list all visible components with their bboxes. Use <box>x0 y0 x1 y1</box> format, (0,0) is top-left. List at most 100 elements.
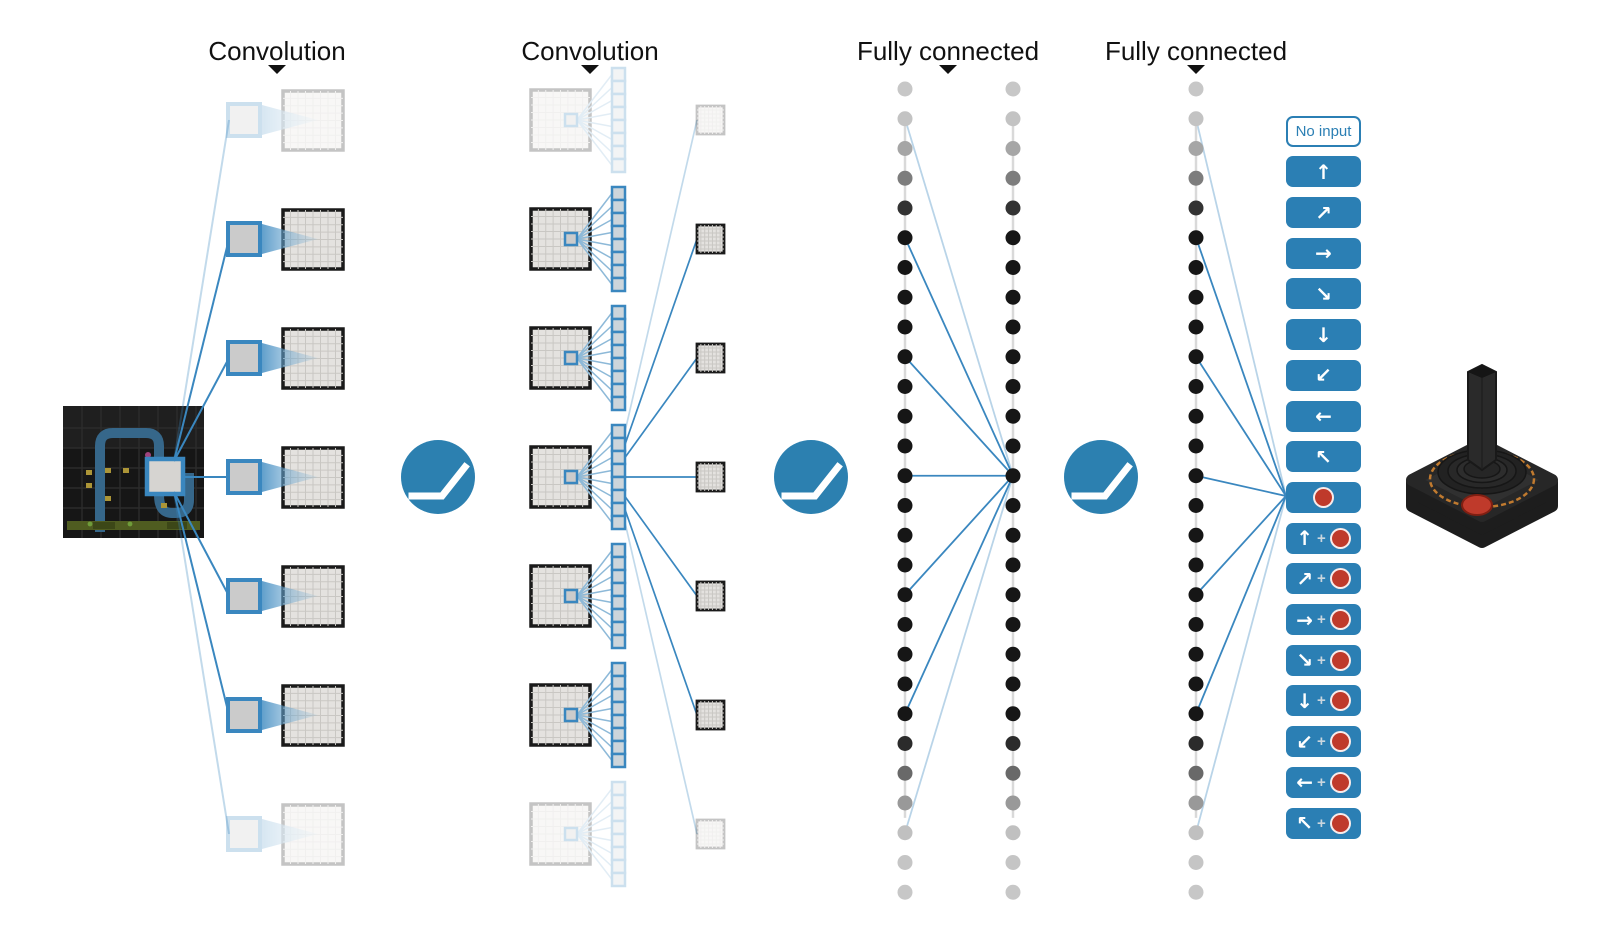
fc-unit-dot <box>897 141 913 156</box>
arrow-up-right-icon: ↗ <box>1315 200 1332 225</box>
conv1-patch <box>226 221 262 257</box>
fc-unit-dot <box>1188 765 1204 781</box>
action-button-up[interactable]: ↑ <box>1286 156 1361 188</box>
filter-strip-square <box>610 832 627 849</box>
action-button-right[interactable]: → <box>1286 237 1361 269</box>
conv2-patch <box>563 707 579 723</box>
conv2-row <box>529 780 627 888</box>
filter-strip-square <box>610 79 627 96</box>
action-button-up-right-fire[interactable]: ↗+ <box>1286 563 1361 595</box>
action-button-down-left-fire[interactable]: ↙+ <box>1286 726 1361 758</box>
fc-unit-dot <box>897 379 913 394</box>
arrow-up-icon: ↑ <box>1315 159 1332 184</box>
filter-strip-square <box>610 276 627 293</box>
action-button-up-left-fire[interactable]: ↖+ <box>1286 807 1361 839</box>
fc-unit-dot <box>897 468 913 484</box>
conv2-row <box>529 185 627 293</box>
fc-unit-dot <box>897 855 913 870</box>
conv1-row <box>226 446 345 509</box>
action-button-down-fire[interactable]: ↓+ <box>1286 685 1361 717</box>
fc-unit-dot <box>897 200 913 216</box>
arrow-down-fire-icon: ↓ <box>1296 688 1313 713</box>
fc-unit-dot <box>1005 617 1021 632</box>
fc-unit-dot <box>897 289 913 305</box>
fc-unit-dot <box>1005 498 1021 513</box>
fc-unit-dot <box>897 111 913 127</box>
fc-unit-dot <box>1005 676 1021 692</box>
down-triangle-icon <box>581 65 599 74</box>
conv2-output-map <box>695 699 726 731</box>
fc-unit-dot <box>897 81 913 97</box>
fc-unit-dot <box>1005 319 1021 335</box>
conv2-row <box>529 66 627 174</box>
action-button-fire[interactable] <box>1286 481 1361 513</box>
relu-icon <box>1064 440 1138 514</box>
conv2-strip-to-map-connections <box>624 119 698 835</box>
fire-button-icon <box>1329 568 1351 590</box>
action-button-up-right[interactable]: ↗ <box>1286 197 1361 228</box>
filter-strip-square <box>610 793 627 810</box>
down-triangle-icon <box>1187 65 1205 74</box>
fc-unit-dot <box>1005 379 1021 394</box>
filter-strip-square <box>610 92 627 109</box>
action-button-down-right-fire[interactable]: ↘+ <box>1286 644 1361 676</box>
plus-sign: + <box>1317 733 1326 751</box>
fc-unit-dot <box>1005 200 1021 216</box>
fc-unit-dot <box>1188 379 1204 394</box>
arrow-right-icon: → <box>1315 241 1332 266</box>
fc-unit-dot <box>1188 617 1204 632</box>
fc-unit-dot <box>1188 646 1204 662</box>
action-button-down-right[interactable]: ↘ <box>1286 278 1361 310</box>
arrow-left-fire-icon: ← <box>1296 770 1313 795</box>
fc-unit-dot <box>897 676 913 692</box>
fc-unit-dot <box>1005 765 1021 781</box>
arrow-down-right-icon: ↘ <box>1315 281 1332 306</box>
action-button-left[interactable]: ← <box>1286 400 1361 432</box>
conv2-feature-map <box>529 207 592 271</box>
fc-unit-dot <box>897 736 913 751</box>
fc-unit-dot <box>1005 81 1021 97</box>
conv2-output-map <box>695 461 726 493</box>
fc-unit-dot <box>897 260 913 275</box>
action-button-left-fire[interactable]: ←+ <box>1286 766 1361 798</box>
filter-strip-square <box>610 845 627 862</box>
fc-unit-dot <box>897 765 913 781</box>
relu-icon <box>774 440 848 514</box>
filter-strip-square <box>610 858 627 875</box>
fire-button-icon <box>1329 649 1351 671</box>
action-button-down[interactable]: ↓ <box>1286 319 1361 351</box>
conv1-row <box>226 803 345 866</box>
arrow-up-fire-icon: ↑ <box>1296 526 1313 551</box>
action-button-no-input[interactable]: No input <box>1286 115 1361 147</box>
fc-unit-dot <box>1005 825 1021 841</box>
fc-unit-dot <box>1188 676 1204 692</box>
arrow-down-left-fire-icon: ↙ <box>1296 729 1313 754</box>
conv2-patch <box>563 112 579 128</box>
filter-strip-square <box>610 633 627 650</box>
fc-unit-dot <box>897 646 913 662</box>
relu-icon <box>401 440 475 514</box>
plus-sign: + <box>1317 692 1326 710</box>
fc-unit-dot <box>1005 349 1021 365</box>
fc-unit-dot <box>1188 527 1204 543</box>
fire-button-icon <box>1313 486 1334 508</box>
fc-unit-dot <box>1005 230 1021 246</box>
filter-strip-square <box>610 105 627 122</box>
conv2-output-map <box>695 223 726 255</box>
action-button-down-left[interactable]: ↙ <box>1286 359 1361 391</box>
fc-unit-dot <box>1188 795 1204 811</box>
conv2-row <box>529 542 627 650</box>
fc1-connections <box>904 118 1014 834</box>
arrow-down-icon: ↓ <box>1315 322 1332 347</box>
action-button-right-fire[interactable]: →+ <box>1286 604 1361 635</box>
fc-unit-dot <box>897 825 913 841</box>
conv1-patch <box>226 697 262 733</box>
fc-unit-dot <box>1188 557 1204 573</box>
arrow-up-left-icon: ↖ <box>1315 444 1332 469</box>
action-button-up-left[interactable]: ↖ <box>1286 441 1361 473</box>
conv2-output-map <box>695 342 726 374</box>
conv2-patch <box>563 231 579 247</box>
fc-unit-dot <box>1005 736 1021 751</box>
action-button-up-fire[interactable]: ↑+ <box>1286 522 1361 554</box>
